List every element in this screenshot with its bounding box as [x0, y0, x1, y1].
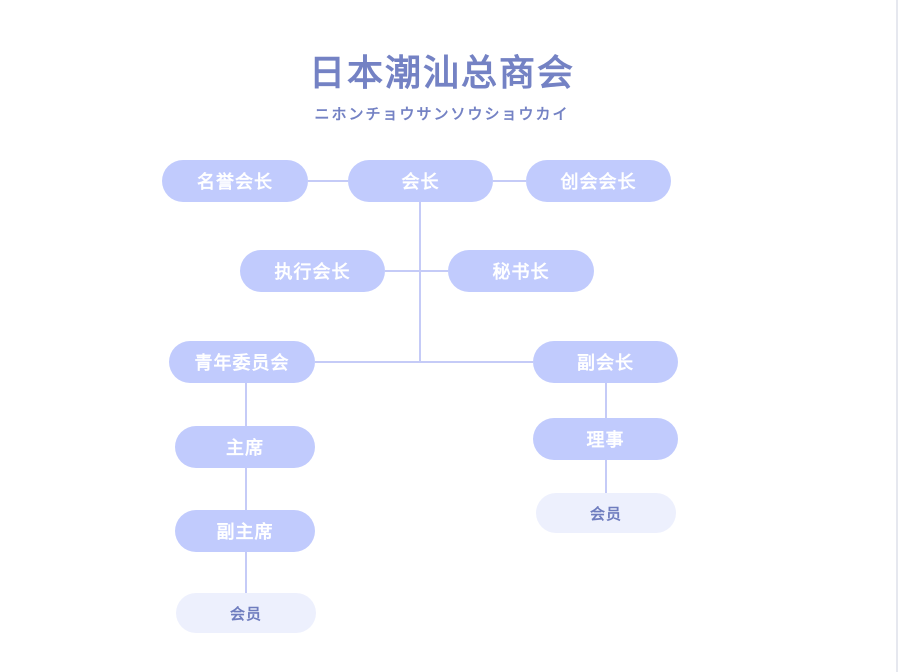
node-chairman: 主席	[175, 426, 315, 468]
node-founding-president: 创会会长	[526, 160, 671, 202]
page-subtitle: ニホンチョウサンソウショウカイ	[314, 105, 570, 123]
node-youth-committee: 青年委员会	[169, 341, 315, 383]
node-president: 会长	[348, 160, 493, 202]
window-right-edge	[896, 0, 898, 672]
node-vice-president: 副会长	[533, 341, 678, 383]
node-member-left: 会员	[176, 593, 316, 633]
node-secretary-general: 秘书长	[448, 250, 594, 292]
node-vice-chairman: 副主席	[175, 510, 315, 552]
node-member-right: 会员	[536, 493, 676, 533]
node-honorary-president: 名誉会长	[162, 160, 308, 202]
node-executive-president: 执行会长	[240, 250, 385, 292]
node-director: 理事	[533, 418, 678, 460]
page-title: 日本潮汕总商会	[308, 53, 575, 94]
